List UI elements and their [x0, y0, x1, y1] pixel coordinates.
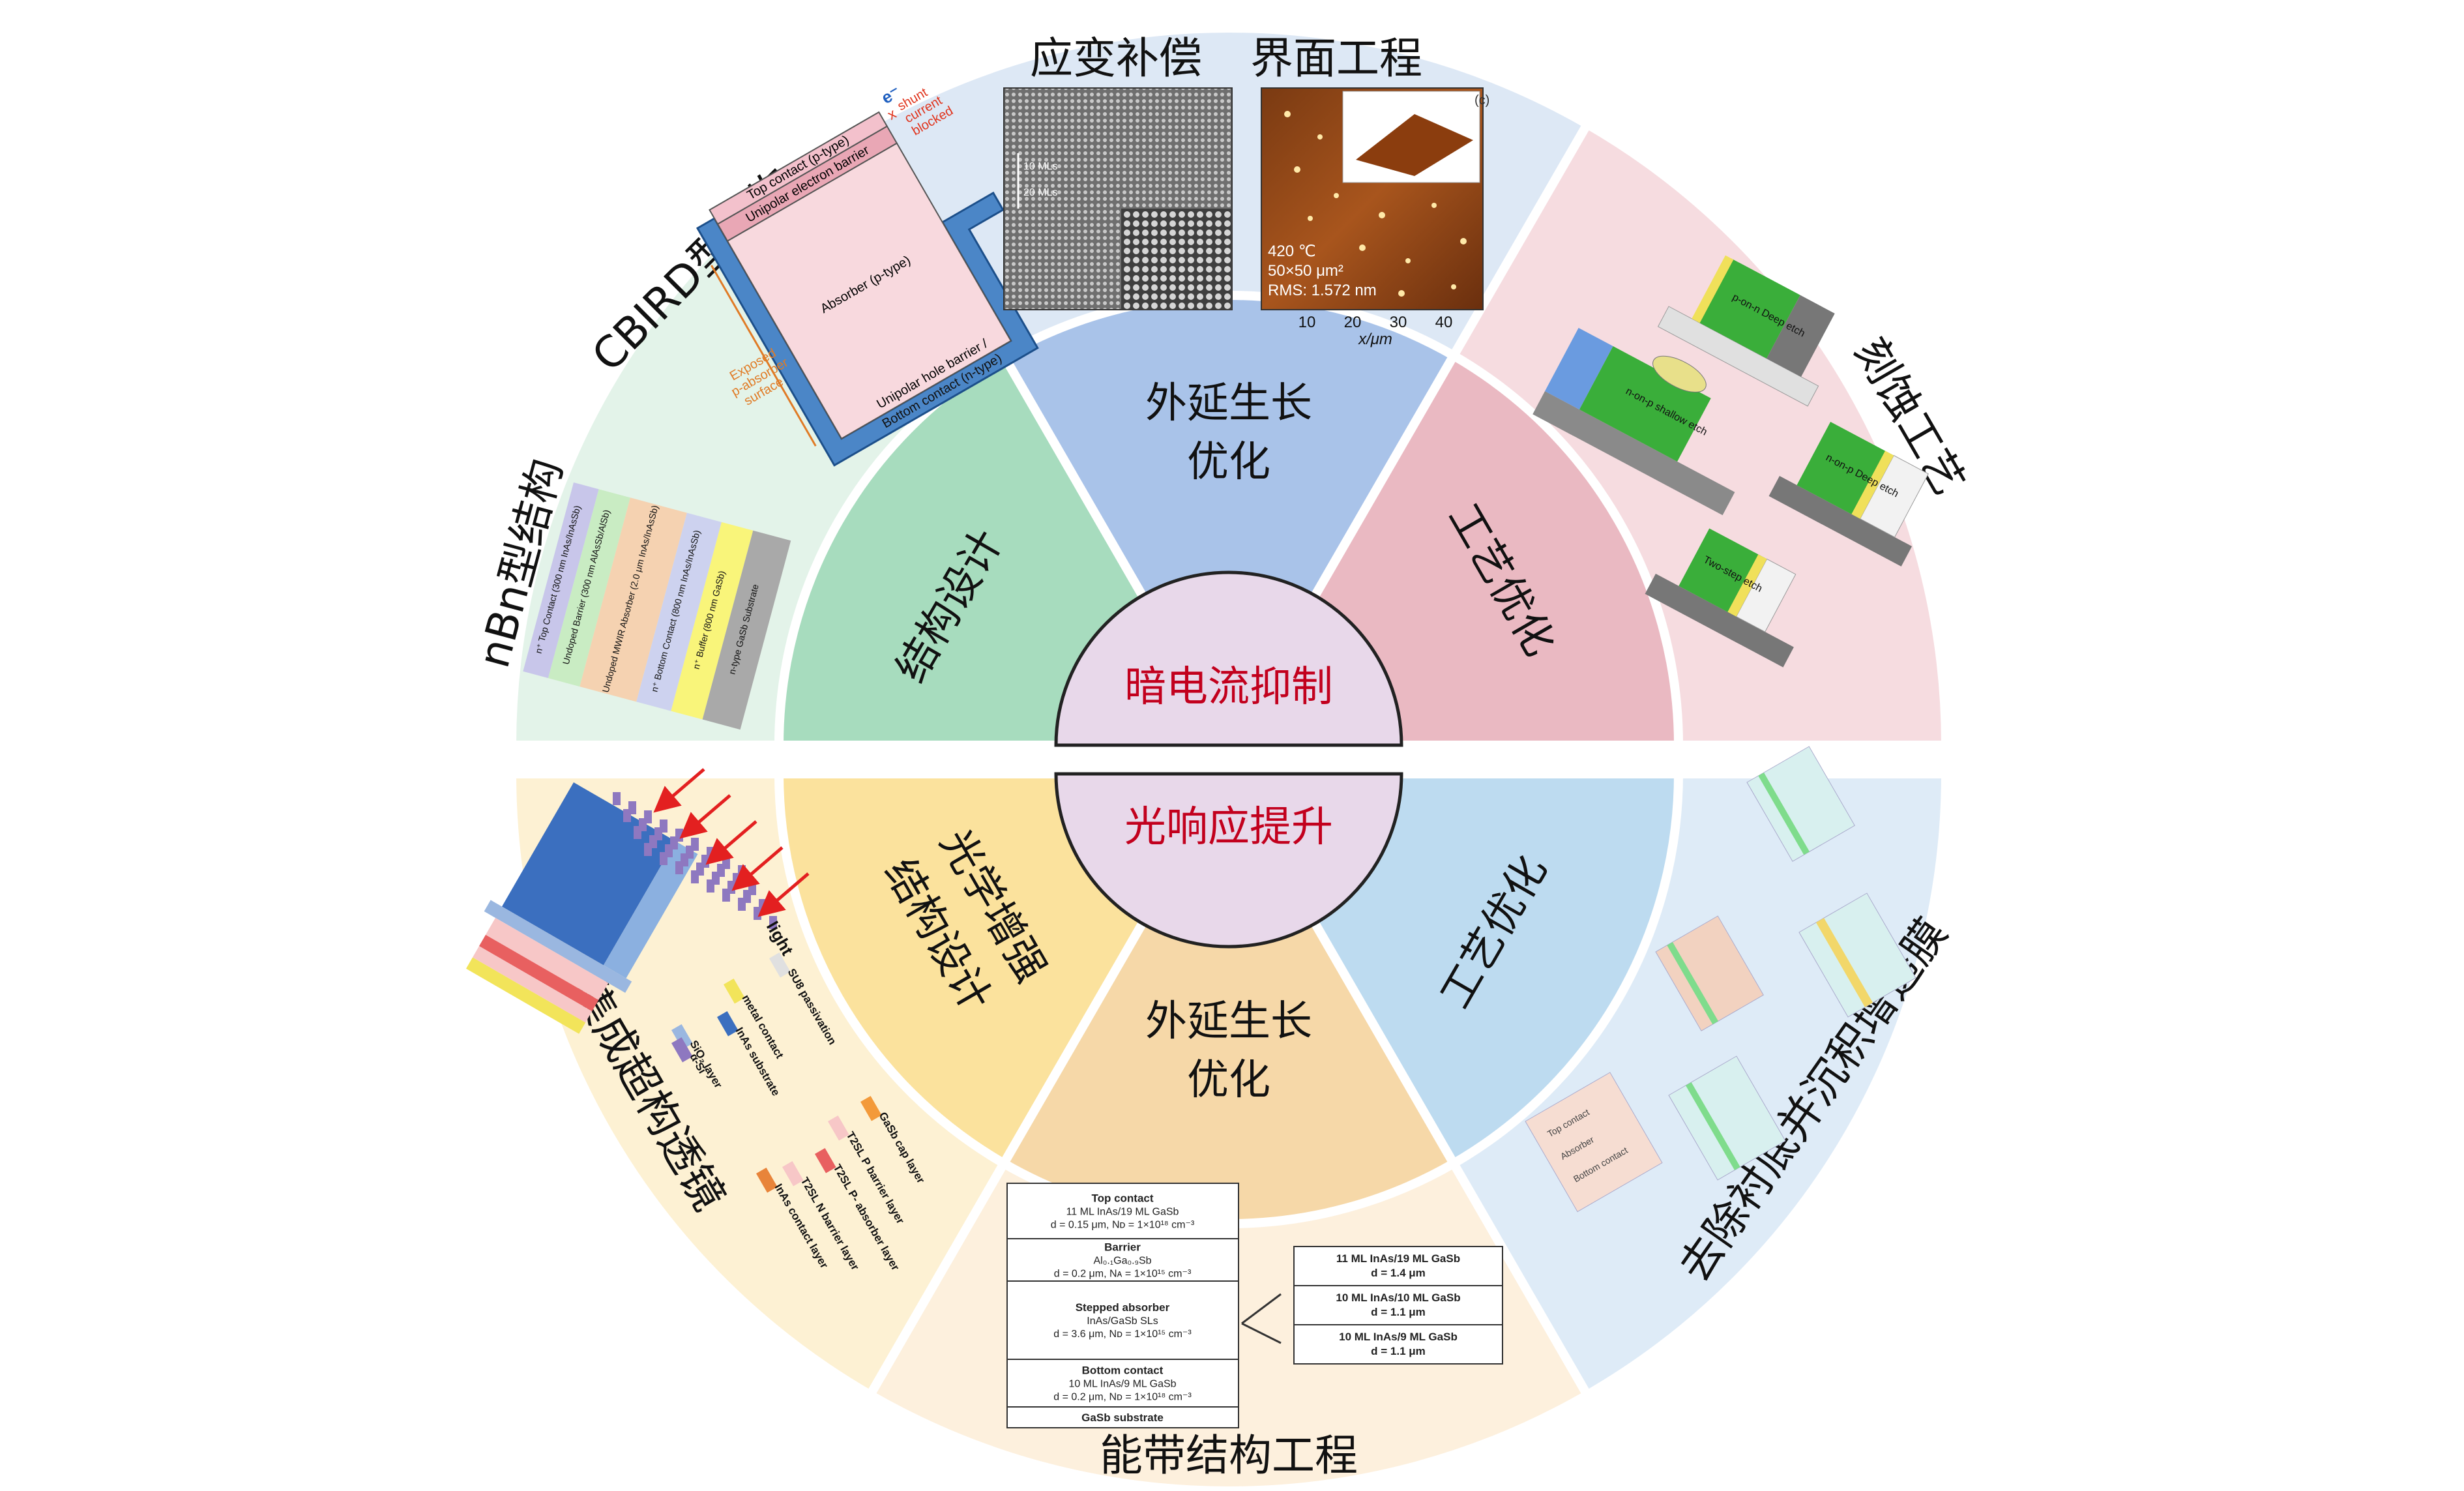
svg-text:40: 40 [1435, 314, 1453, 331]
band-structure-table: Top contact 11 ML InAs/19 ML GaSb d = 0.15… [1006, 1183, 1503, 1428]
band-left-text: GaSb substrate [1081, 1411, 1164, 1424]
band-left-row [1006, 1183, 1239, 1239]
center-top-half [1054, 570, 1403, 747]
center-bottom-half [1054, 772, 1403, 949]
band-right-text: 11 ML InAs/19 ML GaSb [1336, 1252, 1460, 1265]
lens-legend-swatch [717, 1011, 739, 1037]
metalens-pillar [769, 916, 777, 929]
svg-text:420 ℃: 420 ℃ [1268, 243, 1316, 260]
svg-text:50×50 μm²: 50×50 μm² [1268, 262, 1343, 280]
metalens-pillar [707, 879, 714, 893]
svg-text:(c): (c) [1474, 93, 1489, 108]
metalens-pillar [691, 870, 699, 883]
outer-label-interface: 界面工程 [1250, 33, 1422, 83]
band-left-text: Top contact [1091, 1192, 1153, 1205]
lens-legend-swatch [769, 952, 791, 978]
inner-label-epitaxy-bottom-1: 外延生长 [1145, 997, 1312, 1046]
lens-legend-swatch [724, 979, 745, 1004]
lens-legend-swatch [671, 1037, 693, 1063]
band-left-text: d = 0.2 μm, Nᴀ = 1×10¹⁵ cm⁻³ [1054, 1269, 1192, 1280]
band-right-text: d = 1.4 μm [1371, 1267, 1426, 1279]
metalens-pillar [634, 826, 641, 839]
nbn-layer-stack: n⁺ Top Contact (300 nm InAs/InAsSb)Undop… [523, 482, 791, 730]
svg-text:x/μm: x/μm [1358, 331, 1392, 348]
inner-label-epitaxy-top-1: 外延生长 [1145, 379, 1312, 428]
band-left-row [1006, 1280, 1239, 1360]
metalens-pillar [660, 852, 667, 865]
band-left-row [1006, 1238, 1239, 1282]
band-right-text: 10 ML InAs/10 ML GaSb [1336, 1292, 1460, 1304]
band-right-text: 10 ML InAs/9 ML GaSb [1339, 1331, 1458, 1343]
svg-text:30: 30 [1390, 314, 1407, 331]
center-bottom-label: 光响应提升 [1124, 803, 1333, 851]
band-left-text: d = 0.2 μm, Nᴅ = 1×10¹⁸ cm⁻³ [1053, 1392, 1192, 1403]
lens-legend-swatch [828, 1115, 849, 1141]
band-right-row [1293, 1246, 1503, 1286]
center-top-label: 暗电流抑制 [1124, 663, 1333, 711]
metalens-pillar [738, 898, 746, 911]
afm-image: (c) 420 ℃ 50×50 μm² RMS: 1.572 nm 10 20 … [1261, 87, 1489, 348]
band-left-text: 10 ML InAs/9 ML GaSb [1068, 1379, 1176, 1390]
band-left-text: d = 0.15 μm, Nᴅ = 1×10¹⁸ cm⁻³ [1051, 1220, 1195, 1231]
svg-text:20: 20 [1344, 314, 1362, 331]
lens-legend-swatch [671, 1024, 693, 1050]
band-left-text: d = 3.6 μm, Nᴅ = 1×10¹⁵ cm⁻³ [1053, 1329, 1192, 1340]
metalens-pillar [623, 809, 631, 822]
substrate-removal-figures: Top contact Absorber Bottom contact [1525, 746, 1916, 1213]
svg-text:10: 10 [1298, 314, 1316, 331]
band-left-text: Al₀.₁Ga₀.₉Sb [1093, 1256, 1151, 1267]
band-left-text: 11 ML InAs/19 ML GaSb [1066, 1207, 1179, 1218]
band-left-text: InAs/GaSb SLs [1087, 1316, 1158, 1327]
tem-image: 10 MLs 20 MLs [1003, 87, 1233, 310]
band-left-row [1006, 1359, 1239, 1408]
etch-process-figures: n-on-p shallow etch p-on-n Deep etch n-o… [1533, 255, 1929, 668]
metalens-pillar [644, 843, 652, 856]
metalens-pillar [722, 889, 730, 902]
band-left-row [1006, 1406, 1239, 1428]
metalens-pillar [675, 861, 683, 874]
lens-legend-swatch [782, 1161, 804, 1187]
band-left-text: Bottom contact [1082, 1365, 1164, 1377]
svg-text:10 MLs: 10 MLs [1023, 161, 1057, 172]
metalens-pillar [754, 907, 761, 920]
svg-text:RMS: 1.572 nm: RMS: 1.572 nm [1268, 282, 1377, 299]
lens-legend-swatch [860, 1096, 882, 1121]
metalens-pillar [613, 792, 621, 805]
lens-legend-swatch [756, 1168, 778, 1193]
band-right-text: d = 1.1 μm [1371, 1345, 1426, 1357]
svg-text:20 MLs: 20 MLs [1023, 187, 1057, 198]
inner-label-epitaxy-bottom-2: 优化 [1187, 1056, 1270, 1104]
band-left-text: Stepped absorber [1076, 1301, 1170, 1314]
outer-label-band: 能带结构工程 [1100, 1430, 1358, 1481]
band-left-text: Barrier [1104, 1241, 1141, 1254]
outer-label-strain: 应变补偿 [1030, 33, 1202, 83]
inner-label-epitaxy-top-2: 优化 [1187, 438, 1270, 486]
band-right-text: d = 1.1 μm [1371, 1306, 1426, 1318]
lens-legend-swatch [815, 1148, 836, 1174]
band-right-row [1293, 1324, 1503, 1365]
